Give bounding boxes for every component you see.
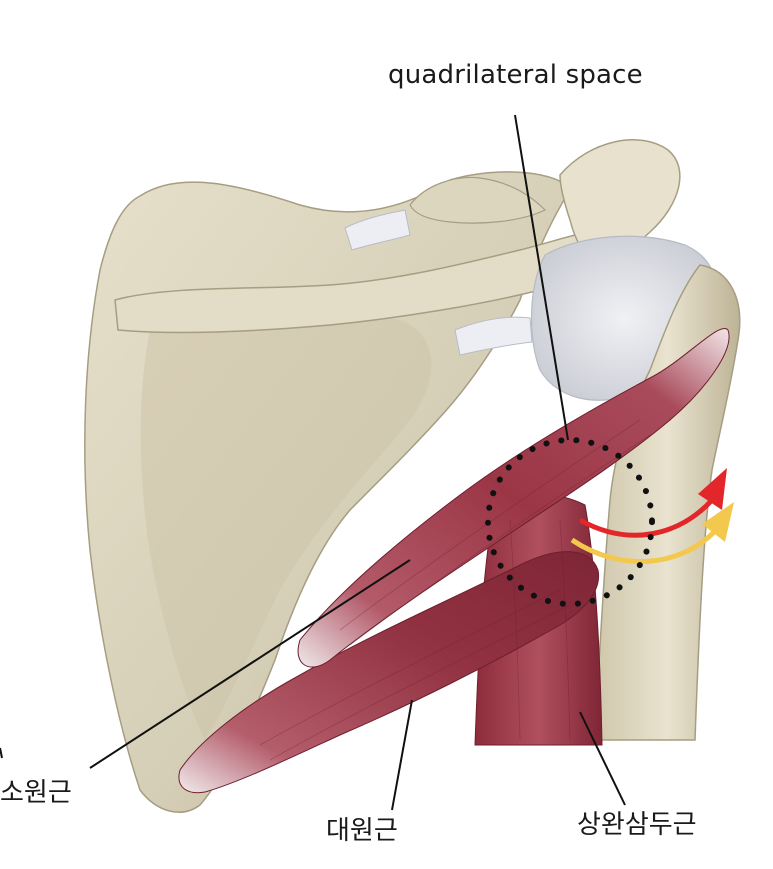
leader-line-teres-minor <box>89 559 411 769</box>
label-triceps-long-head: 상완삼두근 <box>577 810 697 840</box>
leader-line-teres-major <box>391 699 413 811</box>
quadrilateral-space-marker <box>485 437 655 607</box>
label-quadrilateral-space: quadrilateral space <box>388 60 643 90</box>
label-teres-minor: 소원근 <box>0 778 72 808</box>
teres-major <box>178 551 600 794</box>
teres-minor <box>297 327 730 668</box>
superior-border <box>409 176 547 224</box>
leader-line-triceps <box>579 711 626 806</box>
curved-arrow-icon <box>570 468 734 564</box>
edge-tick <box>0 747 3 759</box>
muscle-fibres <box>259 419 651 761</box>
label-teres-major: 대원근 <box>326 816 398 846</box>
leader-line-quadrilateral <box>514 114 569 441</box>
ligament-upper <box>344 209 411 251</box>
acromion <box>559 139 681 263</box>
infraspinous-fossa <box>140 306 432 740</box>
ligament-lower <box>454 316 533 356</box>
